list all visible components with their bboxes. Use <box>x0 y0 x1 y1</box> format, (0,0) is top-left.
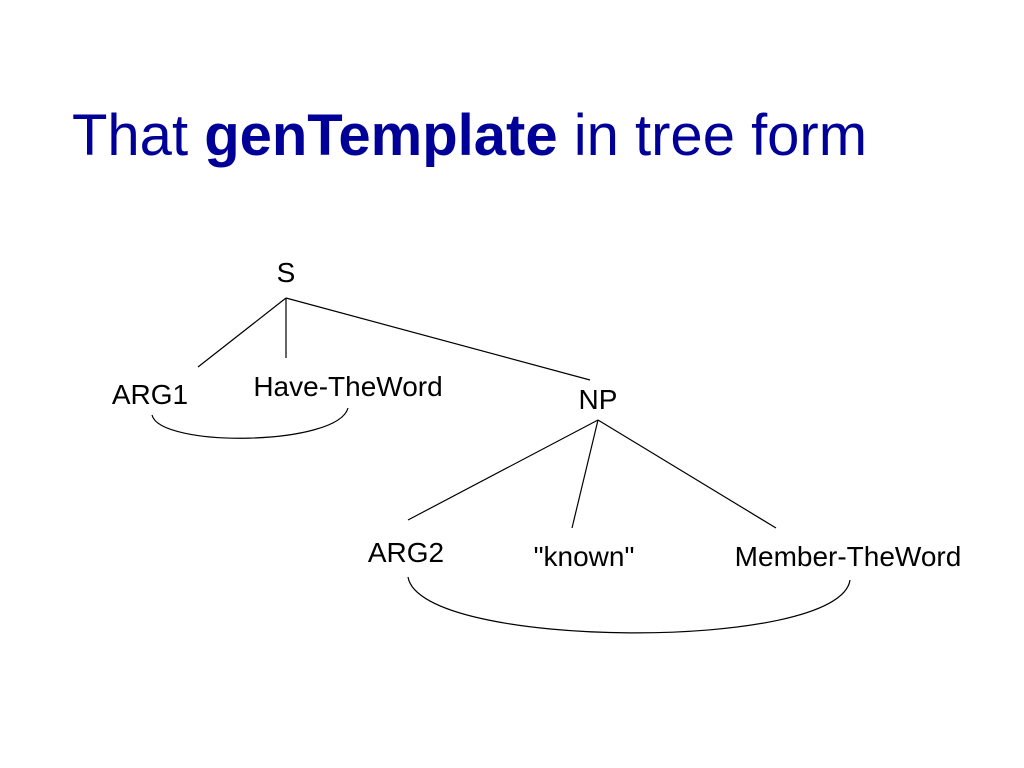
node-np: NP <box>579 384 618 415</box>
node-arg1: ARG1 <box>112 379 188 410</box>
node-s: S <box>277 257 296 288</box>
slide-title: That genTemplate in tree form <box>72 96 867 176</box>
edge-s-np <box>285 297 591 381</box>
node-known: "known" <box>534 541 635 572</box>
edge-np-arg2 <box>407 419 599 521</box>
node-member-theword: Member-TheWord <box>735 541 962 572</box>
edge-np-member-theword <box>597 419 777 529</box>
edge-s-arg1 <box>197 297 287 368</box>
title-suffix: in tree form <box>573 103 868 168</box>
title-prefix: That <box>72 103 189 168</box>
arc-arg2-member-theword <box>407 576 851 634</box>
node-arg2: ARG2 <box>368 537 444 568</box>
edge-np-known <box>571 419 599 529</box>
node-have-theword: Have-TheWord <box>253 371 442 402</box>
title-bold-term: genTemplate <box>204 103 558 168</box>
arc-arg1-have-theword <box>151 407 349 439</box>
